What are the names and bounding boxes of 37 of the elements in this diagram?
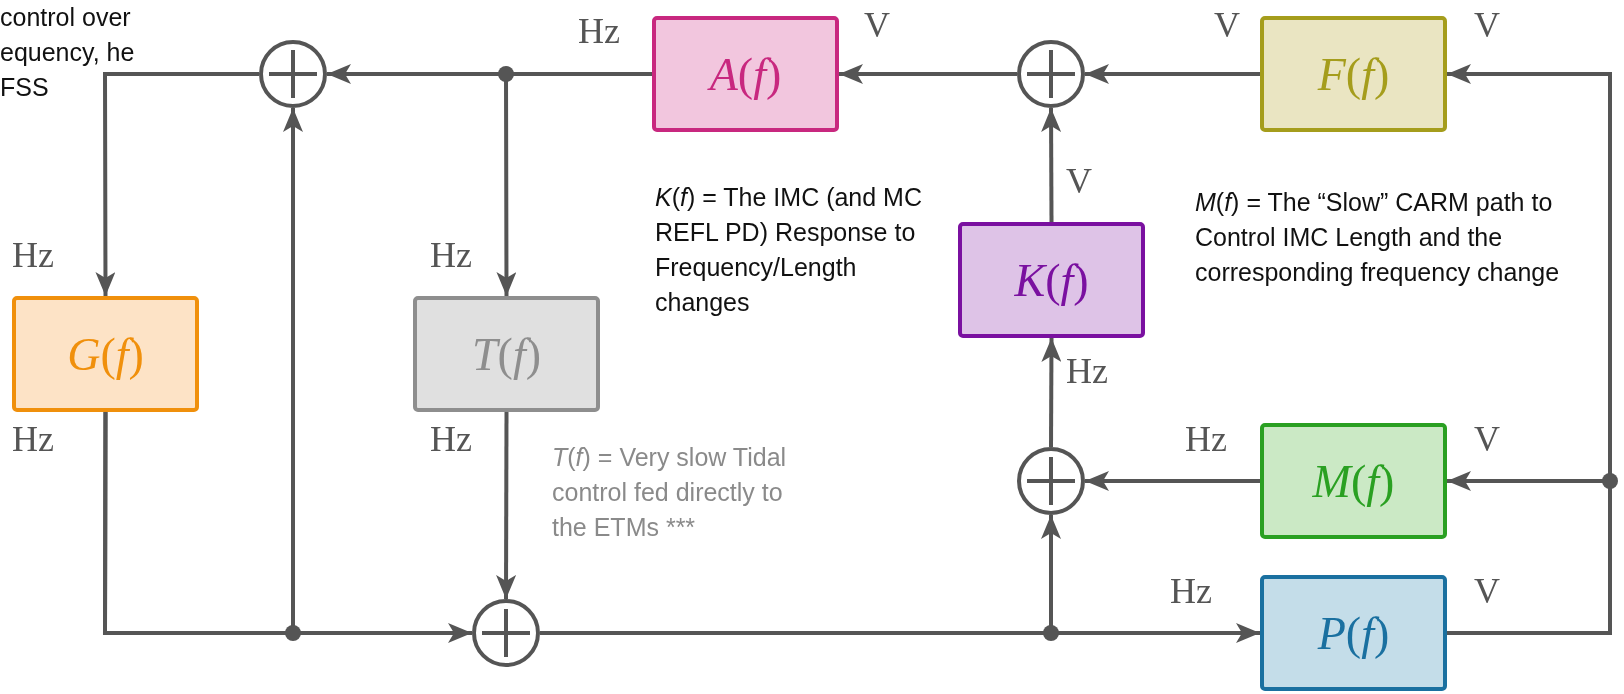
signal-unit: V [1474,418,1500,460]
annotation-text: control over equency, he FSS [0,2,136,103]
signal-unit: Hz [12,418,54,460]
arrow [95,72,259,296]
signal-unit: V [1474,4,1500,46]
arrow [103,108,303,635]
summing-junction [1017,40,1085,108]
transfer-function-block: P(f) [1260,575,1447,691]
summing-junction [1017,447,1085,515]
arrow [496,412,517,599]
signal-unit: V [1474,570,1500,612]
arrow [1041,338,1062,447]
signal-unit: Hz [1170,570,1212,612]
signal-unit: Hz [1066,350,1108,392]
transfer-function-block: F(f) [1260,16,1447,132]
annotation-text: K(f) = The IMC (and MC REFL PD) Response to Frequency/Length changes [655,182,923,318]
arrow [1085,64,1260,84]
annotation-text: T(f) = Very slow Tidal control fed directly to the ETMs *** [552,442,788,543]
signal-unit: V [1066,160,1092,202]
signal-unit: Hz [430,234,472,276]
signal-unit: Hz [1185,418,1227,460]
arrow [1085,471,1260,491]
summing-junction [259,40,327,108]
signal-unit: V [864,4,890,46]
summing-junction [472,599,540,667]
signal-unit: Hz [578,10,620,52]
signal-unit: V [1214,4,1240,46]
arrow [1041,108,1062,222]
signal-unit: Hz [12,234,54,276]
arrow [839,64,1017,84]
annotation-text: M(f) = The “Slow” CARM path to Control IMC Length and the corresponding frequency change [1195,187,1561,288]
transfer-function-block: T(f) [413,296,600,412]
signal-unit: Hz [430,418,472,460]
transfer-function-block: G(f) [12,296,199,412]
transfer-function-block: M(f) [1260,423,1447,539]
transfer-function-block: K(f) [958,222,1145,338]
transfer-function-block: A(f) [652,16,839,132]
